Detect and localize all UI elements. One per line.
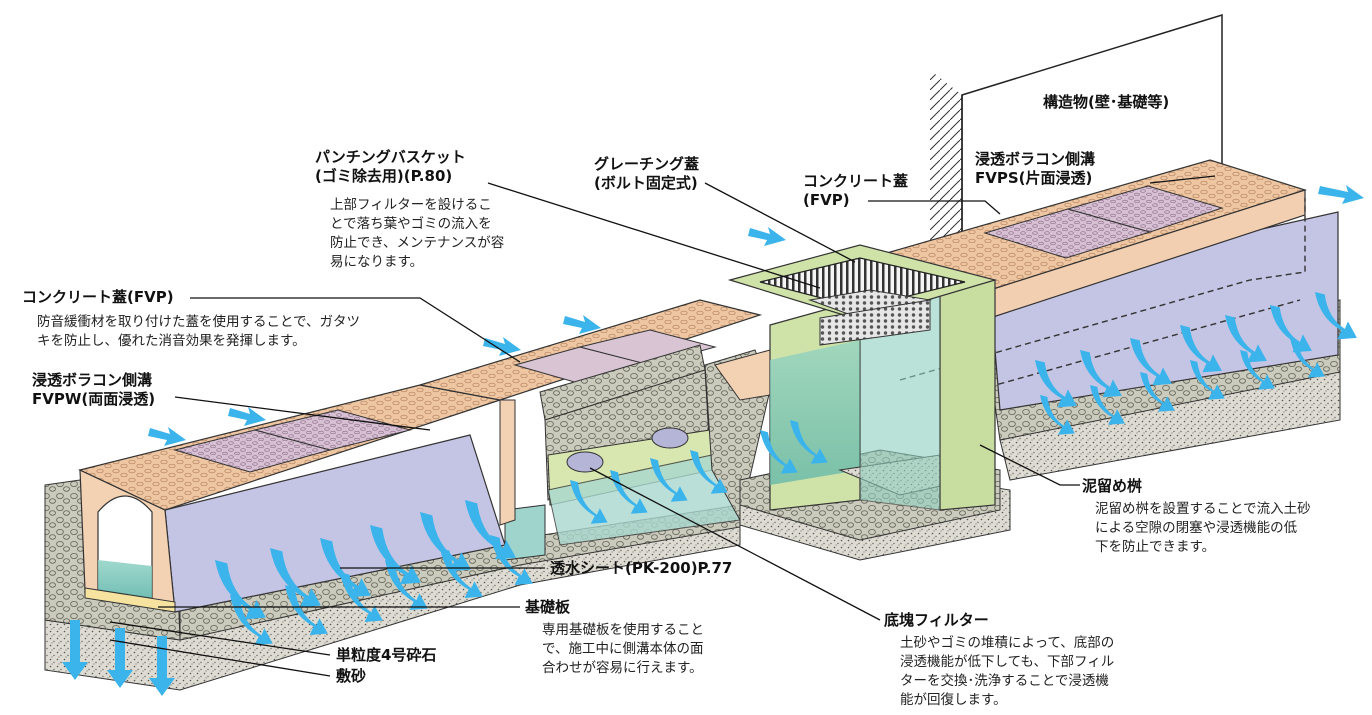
flow-arrow	[1140, 372, 1175, 412]
flow-arrow	[1315, 292, 1357, 340]
flow-arrow	[1190, 360, 1225, 400]
flow-arrow	[610, 470, 648, 514]
concrete-lid-left-label: コンクリート蓋(FVP)	[22, 288, 174, 306]
flow-arrow	[285, 585, 328, 635]
structure-label: 構造物(壁･基礎等)	[1043, 93, 1170, 111]
flow-arrow	[320, 538, 371, 598]
sediment-basin-desc: 泥留め桝を設置することで流入土砂による空隙の閉塞や浸透機能の低下を防止できます。	[1095, 501, 1311, 555]
fvps-title: 浸透ボラコン側溝	[975, 150, 1096, 168]
grating-lid-label: グレーチング蓋 (ボルト固定式)	[594, 155, 699, 193]
base-plate-desc: 専用基礎板を使用することで、施工中に側溝本体の面合わせが容易に行えます。	[542, 622, 704, 676]
inflow-arrow	[148, 427, 186, 446]
punching-basket-title: パンチングバスケット	[315, 148, 466, 166]
flow-arrow	[1090, 385, 1125, 425]
flow-arrow	[1225, 315, 1267, 363]
concrete-lid-right-title: コンクリート蓋	[803, 172, 909, 190]
permeable-sheet-label: 透水シート(PK-200)P.77	[550, 559, 733, 577]
flow-arrow-down	[62, 620, 88, 680]
concrete-lid-right-sub: (FVP)	[803, 191, 850, 209]
flow-arrow	[1290, 338, 1325, 378]
inflow-arrow	[483, 337, 521, 356]
sediment-basin	[727, 244, 1011, 561]
fvpw-channel	[44, 299, 771, 691]
sand-label: 敷砂	[336, 667, 367, 685]
inflow-arrow	[228, 407, 266, 426]
flow-arrow-down	[107, 628, 133, 688]
fvps-label: 浸透ボラコン側溝 FVPS(片面浸透)	[975, 150, 1095, 188]
flow-arrow	[1180, 325, 1222, 373]
flow-arrow	[650, 458, 688, 502]
flow-arrow	[1270, 305, 1312, 353]
fvps-channel	[877, 159, 1341, 481]
flow-arrow	[570, 480, 608, 524]
flow-arrow	[340, 572, 383, 622]
flow-arrow	[215, 560, 266, 620]
flow-arrow	[760, 430, 798, 474]
flow-arrow	[370, 525, 421, 585]
crushed-stone-label: 単粒度4号砕石	[336, 646, 437, 664]
flow-arrow	[270, 548, 321, 608]
flow-arrow	[1040, 395, 1075, 435]
leader-lines	[109, 175, 1216, 677]
inflow-arrow	[1318, 185, 1364, 204]
punching-basket-label: パンチングバスケット (ゴミ除去用)(P.80)	[315, 148, 466, 186]
concrete-lid-right-label: コンクリート蓋 (FVP)	[803, 172, 908, 210]
punching-basket-ref: (ゴミ除去用)(P.80)	[315, 167, 453, 185]
fvpw-title: 浸透ボラコン側溝	[32, 371, 153, 389]
flow-arrow	[385, 560, 428, 610]
flow-arrow	[1035, 360, 1077, 408]
fvps-sub: FVPS(片面浸透)	[975, 169, 1093, 187]
fvpw-sub: FVPW(両面浸透)	[32, 390, 156, 408]
base-plate-label: 基礎板	[525, 598, 571, 616]
sediment-basin-label: 泥留め桝	[1082, 477, 1143, 495]
flow-arrow	[1130, 338, 1172, 386]
inflow-arrow	[748, 227, 786, 246]
inflow-arrow	[563, 315, 601, 334]
grating-lid-sub: (ボルト固定式)	[594, 174, 698, 192]
flow-arrow	[690, 450, 728, 494]
bottom-filter-desc: 土砂やゴミの堆積によって、底部の浸透機能が低下しても、下部フィルターを交換･洗浄…	[900, 635, 1115, 708]
flow-arrow-down	[149, 636, 175, 696]
grating-lid-title: グレーチング蓋	[594, 155, 700, 173]
punching-basket-desc: 上部フィルターを設けることで落ち葉やゴミの流入を防止でき、メンテナンスが容易にな…	[330, 197, 505, 270]
flow-arrow	[440, 548, 483, 598]
flow-arrow	[1080, 350, 1122, 398]
bottom-filter-label: 底塊フィルター	[884, 611, 989, 629]
flow-arrow	[465, 500, 516, 560]
flow-arrow	[420, 512, 471, 572]
flow-arrow	[1240, 350, 1275, 390]
fvpw-label: 浸透ボラコン側溝 FVPW(両面浸透)	[32, 371, 155, 409]
concrete-lid-left-desc: 防音緩衝材を取り付けた蓋を使用することで、ガタツキを防止し、優れた消音効果を発揮…	[37, 314, 361, 349]
flow-arrow	[790, 420, 828, 464]
flow-arrow	[490, 535, 533, 585]
